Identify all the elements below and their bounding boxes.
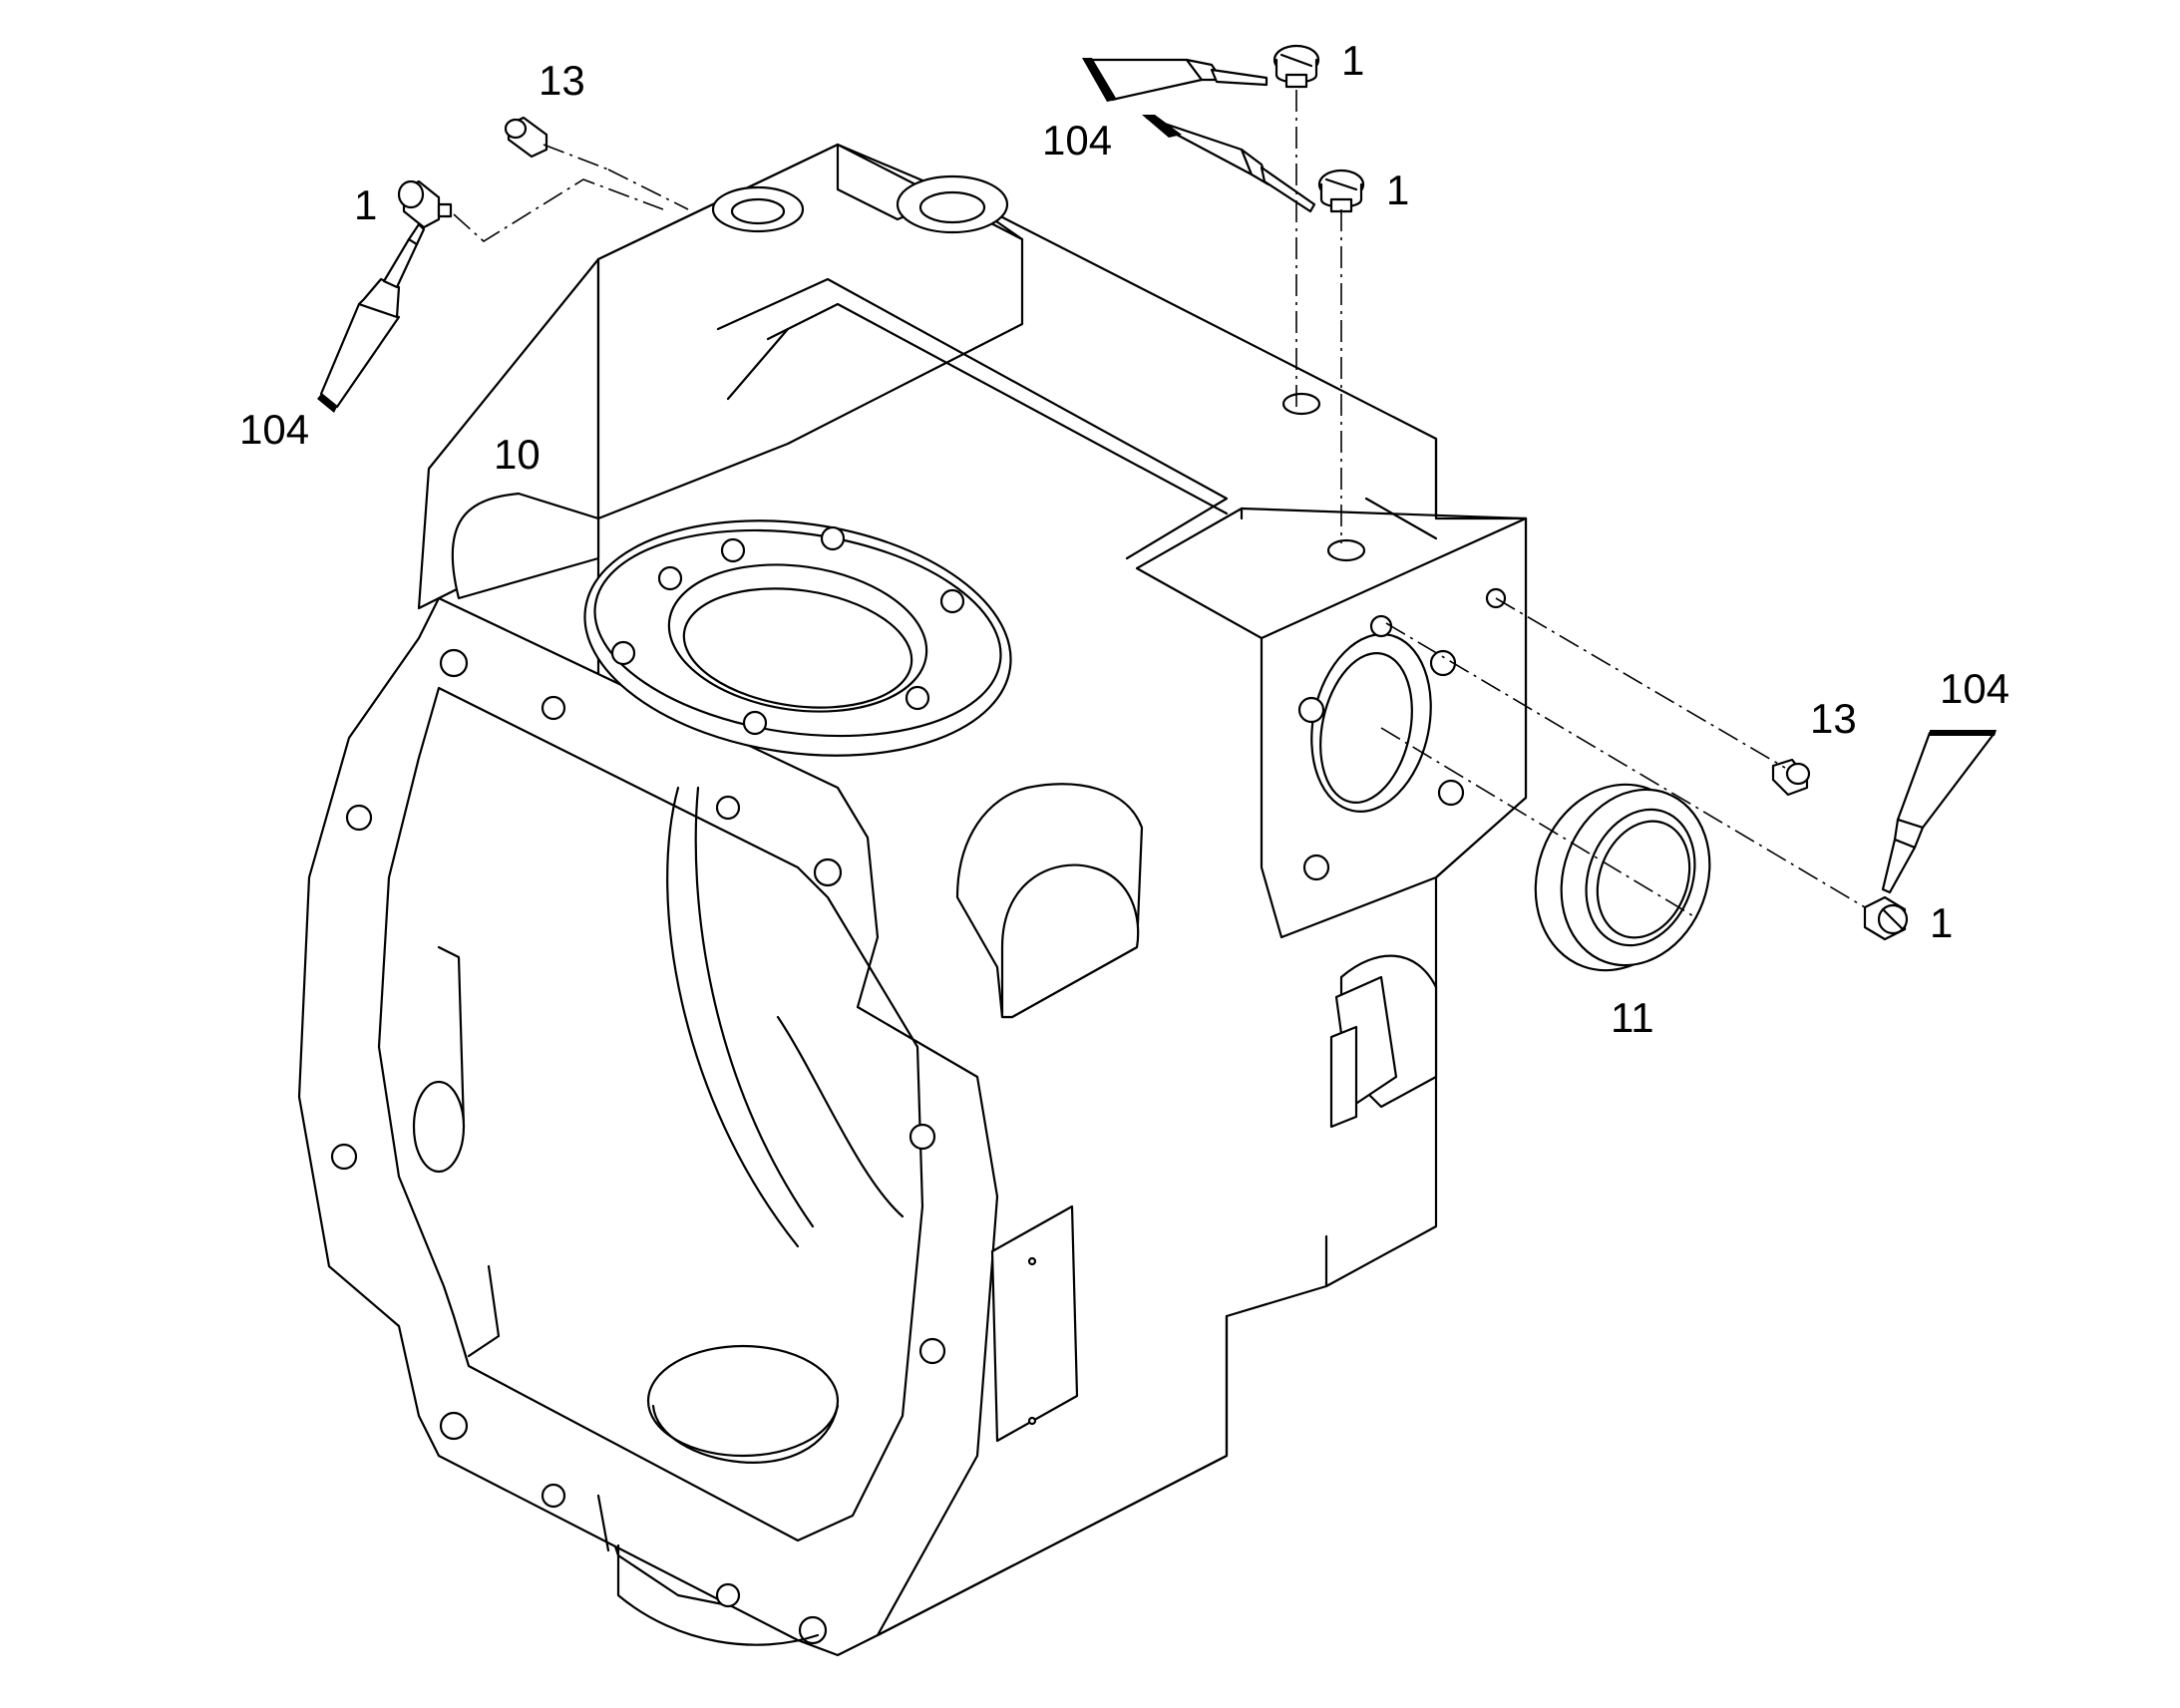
- sealant-tube-104-top-a: [1082, 58, 1269, 102]
- callout-13-top: 13: [539, 57, 585, 104]
- callout-1-top-b: 1: [1386, 167, 1409, 213]
- callout-104-top: 104: [1042, 117, 1112, 164]
- callout-13-right: 13: [1810, 695, 1857, 742]
- screw-plug-1-left: [397, 179, 453, 229]
- callout-1-right: 1: [1930, 899, 1953, 946]
- screw-plug-1-top-b: [1317, 169, 1365, 213]
- sealant-tube-104-top-b: [1142, 115, 1316, 213]
- axle-housing: [297, 143, 1528, 1657]
- callout-1-top-a: 1: [1341, 37, 1364, 84]
- dowel-pin-13-top: [504, 116, 548, 159]
- sealant-tube-104-left: [317, 222, 426, 413]
- screw-plug-1-right: [1863, 895, 1909, 941]
- seal-ring: [1534, 783, 1711, 972]
- leader-lines: [453, 90, 1866, 918]
- callout-104-left: 104: [239, 406, 309, 453]
- callout-104-right: 104: [1940, 665, 2009, 712]
- callout-1-left: 1: [354, 181, 377, 228]
- dowel-pin-13-right: [1771, 758, 1811, 797]
- sealant-tube-104-right: [1881, 730, 1997, 894]
- screw-plug-1-top-a: [1272, 44, 1320, 89]
- callout-11: 11: [1611, 994, 1654, 1041]
- callout-labels: 13 1 104 10 1 104 1 104 13 1 11: [239, 37, 2009, 1041]
- callout-10: 10: [494, 431, 541, 478]
